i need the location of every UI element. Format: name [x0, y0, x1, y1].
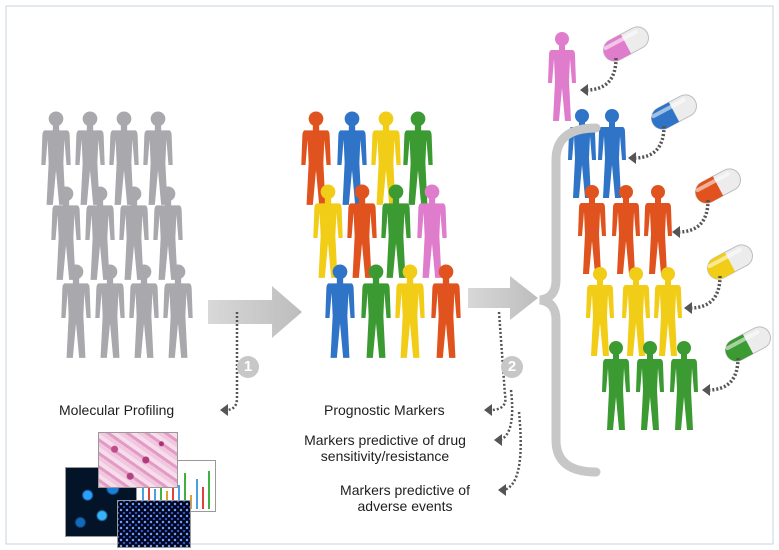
unstratified-population: [41, 111, 193, 358]
person-figure-icon: [325, 264, 355, 358]
step-1-badge: 1: [237, 356, 259, 378]
person-figure-icon: [129, 264, 159, 358]
arrowheads: [220, 404, 506, 496]
arrowhead: [580, 84, 588, 96]
person-figure-icon: [347, 184, 377, 278]
person-figure-icon: [548, 32, 576, 121]
person-figure-icon: [578, 185, 606, 274]
arrowhead: [628, 152, 636, 164]
person-figure-icon: [431, 264, 461, 358]
arrowhead: [684, 302, 692, 314]
pill-capsule-icon: [651, 94, 697, 130]
frame-border: [5, 5, 774, 545]
dotted-arrow-icon: [225, 311, 522, 492]
person-figure-icon: [586, 267, 614, 356]
brace-icon: [539, 123, 601, 477]
person-figure-icon: [395, 264, 425, 358]
person-figure-icon: [361, 264, 391, 358]
dotted-arrow-icon: [633, 125, 666, 160]
person-figure-icon: [381, 184, 411, 278]
histology-image-thumbnail: [98, 432, 178, 488]
microarray-image-thumbnail: [117, 500, 191, 548]
person-figure-icon: [598, 109, 626, 198]
drug-markers-label: Markers predictive of drug sensitivity/r…: [304, 432, 466, 464]
step-2-badge: 2: [501, 356, 523, 378]
stratified-population: [301, 111, 461, 358]
person-figure-icon: [568, 109, 596, 198]
dotted-arrow-icon: [585, 57, 618, 92]
person-figure-icon: [163, 264, 193, 358]
pill-capsule-icon: [707, 244, 753, 280]
dotted-arrow-icon: [689, 275, 722, 310]
person-figure-icon: [95, 264, 125, 358]
person-figure-icon: [313, 184, 343, 278]
pill-capsule-icon: [695, 168, 741, 204]
molecular-profiling-label: Molecular Profiling: [59, 402, 175, 418]
pill-capsule-icon: [603, 26, 649, 62]
arrow-right-icon: [208, 286, 302, 338]
adverse-markers-label: Markers predictive of adverse events: [340, 482, 470, 514]
therapy-pills: [580, 26, 771, 396]
dotted-arrow-icon: [677, 199, 710, 234]
dotted-arrow-icon: [707, 357, 740, 392]
pill-capsule-icon: [725, 326, 771, 362]
arrowhead: [702, 384, 710, 396]
arrowhead: [672, 226, 680, 238]
person-figure-icon: [654, 267, 682, 356]
prognostic-markers-label: Prognostic Markers: [324, 402, 445, 418]
arrow-right-icon: [468, 276, 538, 320]
person-figure-icon: [644, 185, 672, 274]
person-figure-icon: [61, 264, 91, 358]
person-figure-icon: [612, 185, 640, 274]
